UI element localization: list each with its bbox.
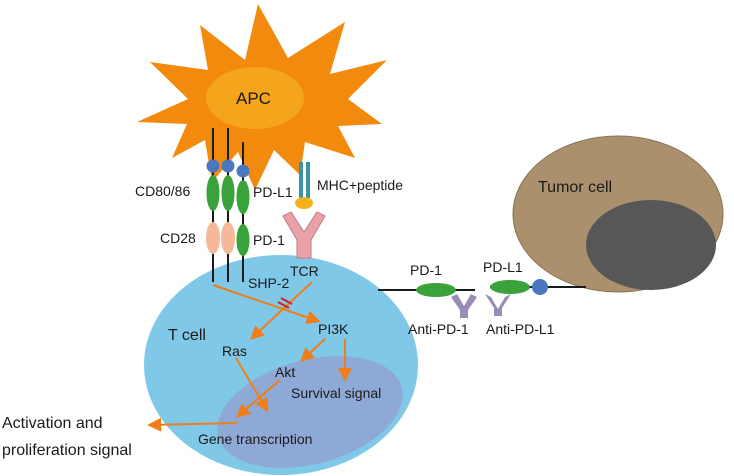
gene-transcription-label: Gene transcription <box>198 431 312 447</box>
shp2-inhibition-mark <box>277 297 293 309</box>
activation-label-line1: Activation and <box>2 415 103 432</box>
survival-signal-label: Survival signal <box>291 385 381 401</box>
pd-l1-tumor-receptor <box>490 280 530 294</box>
pi3k-label: PI3K <box>318 321 349 337</box>
cd28-label: CD28 <box>160 230 196 246</box>
tcr-label: TCR <box>290 263 319 279</box>
activation-label-line2: proliferation signal <box>2 442 132 459</box>
tcr-receptor <box>282 211 326 259</box>
pd-l1-tumor-label: PD-L1 <box>483 259 523 275</box>
cd80-ball-1 <box>206 159 220 173</box>
tumor-cell-label: Tumor cell <box>538 179 612 196</box>
pd1-free-label: PD-1 <box>410 262 442 278</box>
pd-l1-apc-label: PD-L1 <box>253 184 293 200</box>
ras-to-gene-arrow <box>235 357 269 413</box>
anti-pd-l1-antibody <box>485 294 511 316</box>
cd28-receptor-1 <box>206 222 220 254</box>
t-cell-label: T cell <box>168 327 206 344</box>
pd-l1-ball <box>236 164 250 178</box>
cd28-to-pi3k-arrow <box>212 284 321 324</box>
cd80-ball-2 <box>221 159 235 173</box>
pd1-free-receptor <box>416 283 456 297</box>
tcr-to-ras-arrow <box>249 281 313 340</box>
tumor-nucleus <box>586 200 716 290</box>
pi3k-to-akt-arrow <box>299 338 326 362</box>
cd80-86-label: CD80/86 <box>135 183 190 199</box>
cd28-receptor-2 <box>221 222 235 254</box>
gene-to-activation-arrow <box>147 417 238 432</box>
anti-pd1-label: Anti-PD-1 <box>408 321 469 337</box>
mhc-peptide-label: MHC+peptide <box>317 177 403 193</box>
apc-nucleus <box>206 67 304 129</box>
tumor-cell <box>512 135 724 293</box>
cd80-receptor-2 <box>221 175 235 211</box>
t-cell-nucleus <box>217 356 403 468</box>
mhc-peptide <box>295 162 313 209</box>
pd-l1-receptor <box>236 180 250 214</box>
cd80-receptor-1 <box>206 175 220 211</box>
shp2-label: SHP-2 <box>248 275 289 291</box>
pd-l1-tumor-ball <box>532 279 548 295</box>
akt-to-gene-arrow <box>235 379 281 418</box>
anti-pd-l1-label: Anti-PD-L1 <box>486 321 555 337</box>
akt-label: Akt <box>275 364 295 380</box>
t-cell <box>144 255 418 475</box>
apc-label: APC <box>236 89 271 108</box>
pd1-receptor <box>236 224 250 256</box>
ras-label: Ras <box>222 343 247 359</box>
anti-pd1-antibody <box>451 294 477 318</box>
pd1-tcell-label: PD-1 <box>253 232 285 248</box>
apc-cell <box>137 4 387 190</box>
